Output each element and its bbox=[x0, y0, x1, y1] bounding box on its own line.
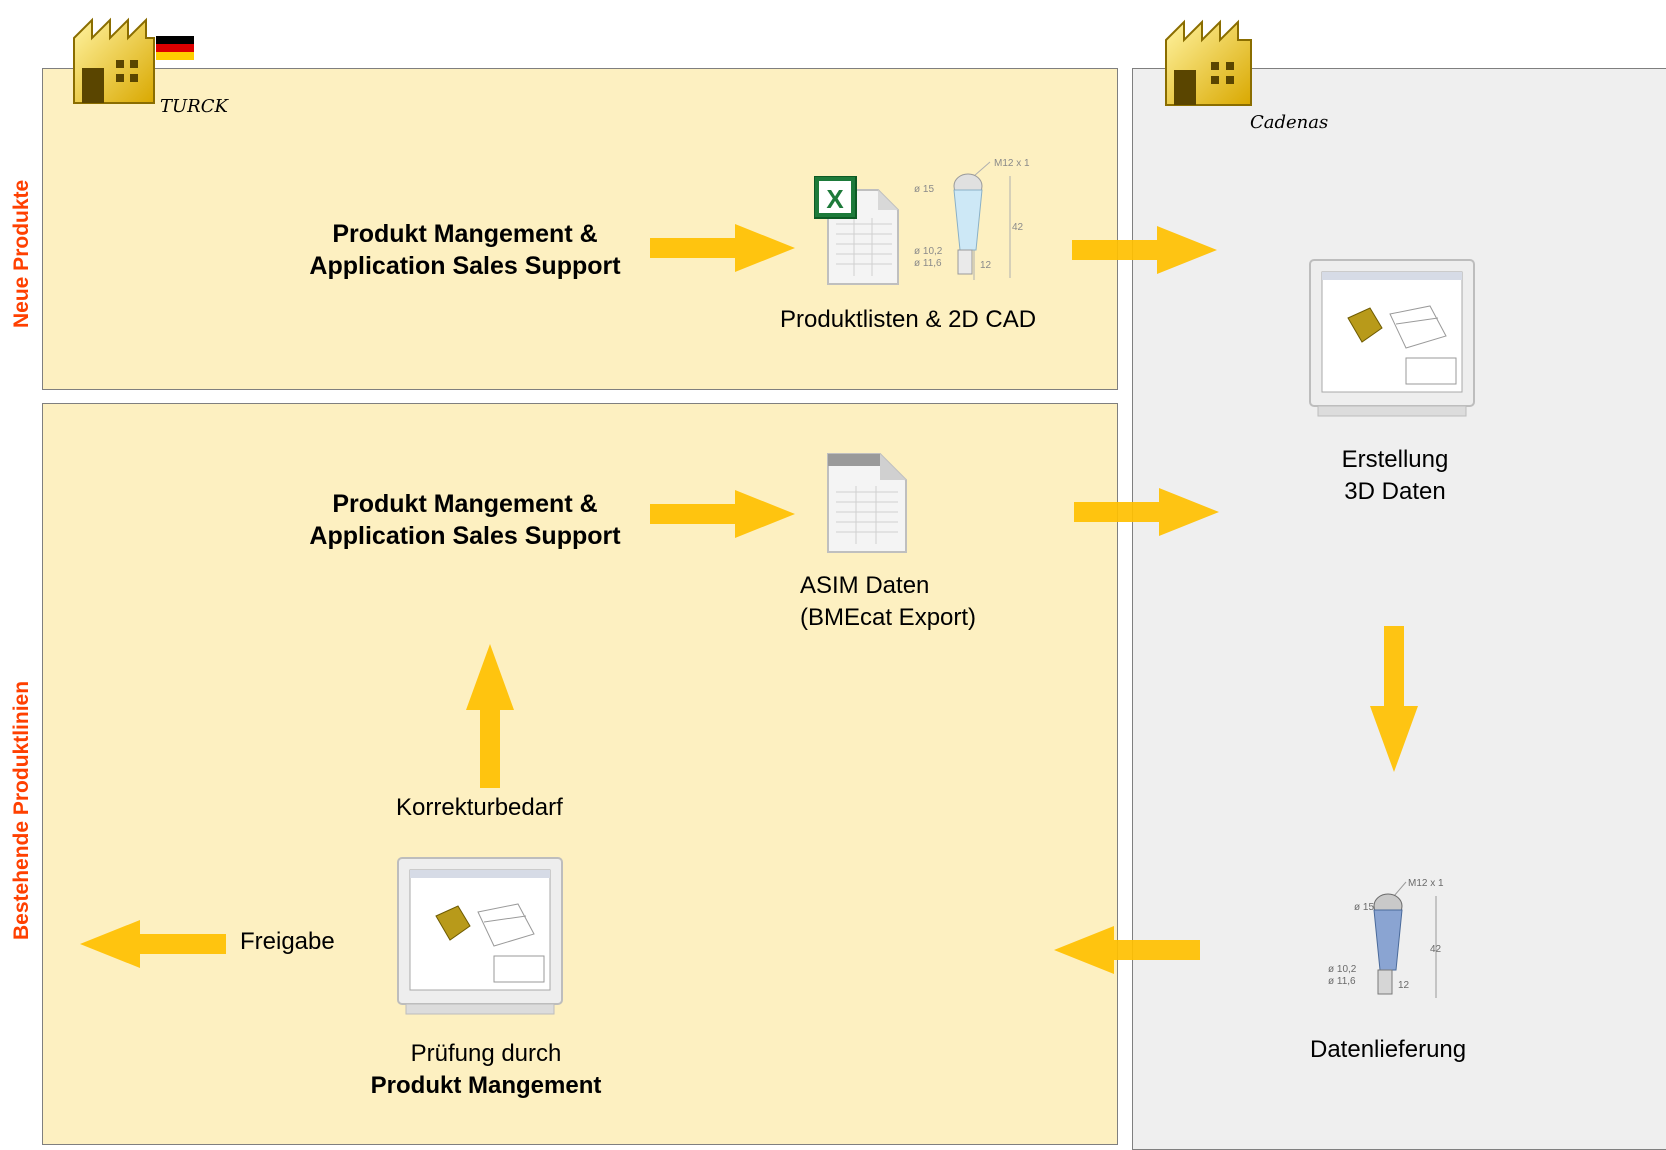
pruefung-node: Prüfung durch Produkt Mangement bbox=[330, 1038, 642, 1102]
pm-mid-line2: Application Sales Support bbox=[309, 522, 621, 550]
document-icon bbox=[827, 453, 907, 553]
spreadsheet-icon: X bbox=[814, 176, 899, 285]
arrow-right-icon bbox=[1074, 488, 1219, 536]
delivery-thread-label: M12 x 1 bbox=[1408, 878, 1444, 889]
cadenas-panel bbox=[1132, 68, 1666, 1150]
sensor-d116-label: ø 11,6 bbox=[914, 258, 942, 269]
sensor-len12-label: 12 bbox=[980, 260, 992, 271]
delivery-len12-label: 12 bbox=[1398, 980, 1410, 991]
pm-mid-line1: Produkt Mangement & bbox=[332, 490, 598, 518]
company-label-cadenas: Cadenas bbox=[1250, 112, 1329, 133]
lane-label-existing-products: Bestehende Produktlinien bbox=[10, 680, 33, 940]
arrow-up-icon bbox=[466, 644, 514, 788]
delivery-d102-label: ø 10,2 bbox=[1328, 964, 1357, 975]
pm-mid-node: Produkt Mangement & Application Sales Su… bbox=[270, 488, 660, 552]
erstellung-line1: Erstellung bbox=[1341, 446, 1449, 473]
arrow-right-icon bbox=[650, 224, 795, 272]
turck-new-products-panel bbox=[42, 68, 1118, 390]
sensor-len42-label: 42 bbox=[1012, 222, 1024, 233]
delivery-d116-label: ø 11,6 bbox=[1328, 976, 1356, 987]
produktlisten-label: Produktlisten & 2D CAD bbox=[780, 306, 1037, 333]
sensor-d15-label: ø 15 bbox=[914, 184, 934, 195]
factory-icon-cadenas bbox=[1165, 19, 1252, 106]
korrektur-label: Korrekturbedarf bbox=[396, 794, 563, 821]
freigabe-label: Freigabe bbox=[240, 928, 335, 955]
delivery-d15-label: ø 15 bbox=[1354, 902, 1374, 913]
turck-existing-products-panel bbox=[42, 403, 1118, 1145]
pruefung-line1: Prüfung durch bbox=[410, 1040, 562, 1067]
svg-text:X: X bbox=[826, 184, 844, 214]
factory-icon-turck bbox=[73, 17, 194, 104]
asim-line1: ASIM Daten bbox=[800, 572, 930, 599]
sensor-thread-label: M12 x 1 bbox=[994, 158, 1030, 169]
lane-label-new-products: Neue Produkte bbox=[10, 179, 33, 328]
pm-top-line2: Application Sales Support bbox=[309, 252, 621, 280]
sensor-d102-label: ø 10,2 bbox=[914, 246, 943, 257]
monitor-3d-model-icon bbox=[1309, 259, 1475, 417]
arrow-left-icon bbox=[1054, 926, 1200, 974]
arrow-right-icon bbox=[1072, 226, 1217, 274]
erstellung-node: Erstellung 3D Daten bbox=[1290, 444, 1500, 508]
monitor-review-icon bbox=[397, 857, 563, 1015]
asim-line2: (BMEcat Export) bbox=[800, 604, 977, 631]
arrow-right-icon bbox=[650, 490, 795, 538]
company-label-turck: TURCK bbox=[160, 96, 228, 117]
pruefung-line2: Produkt Mangement bbox=[370, 1072, 602, 1099]
erstellung-line2: 3D Daten bbox=[1344, 478, 1446, 505]
arrow-left-icon bbox=[80, 920, 226, 968]
sensor-drawing-icon: M12 x 1 ø 15 ø 10,2 ø 11,6 42 12 bbox=[914, 158, 1030, 280]
pm-top-node: Produkt Mangement & Application Sales Su… bbox=[270, 218, 660, 282]
pm-top-line1: Produkt Mangement & bbox=[332, 220, 598, 248]
asim-node: ASIM Daten (BMEcat Export) bbox=[800, 570, 976, 634]
sensor-drawing-icon-delivery: M12 x 1 ø 15 ø 10,2 ø 11,6 42 12 bbox=[1328, 878, 1444, 998]
arrow-down-icon bbox=[1370, 626, 1418, 772]
datenlieferung-label: Datenlieferung bbox=[1310, 1036, 1467, 1063]
